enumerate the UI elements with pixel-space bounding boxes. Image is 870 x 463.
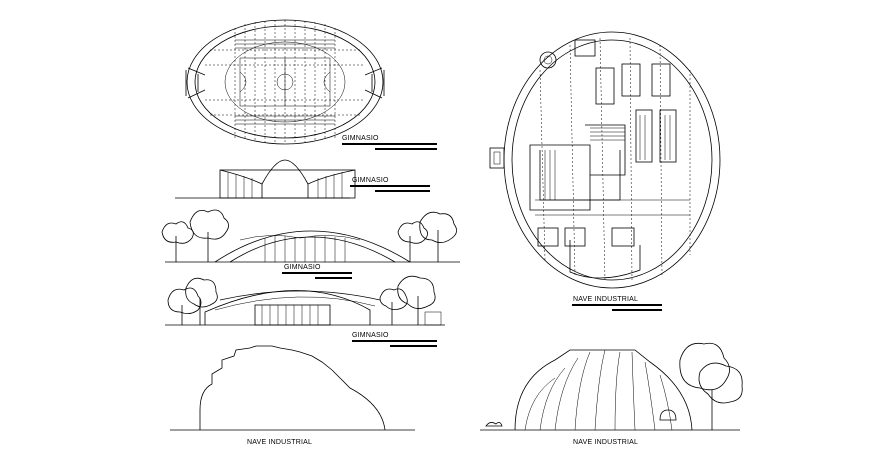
gym-section: GIMNASIO xyxy=(165,275,445,347)
nave-elevation-left-label: NAVE INDUSTRIAL xyxy=(247,439,312,446)
scale-bar xyxy=(572,304,662,306)
nave-elevation-left: NAVE INDUSTRIAL xyxy=(170,345,415,446)
nave-elevation-right-label: NAVE INDUSTRIAL xyxy=(573,439,638,446)
gym-section-label: GIMNASIO xyxy=(352,332,389,339)
tree-group xyxy=(659,342,743,430)
nave-industrial-plan: NAVE INDUSTRIAL xyxy=(489,31,721,311)
nave-elevation-right: NAVE INDUSTRIAL xyxy=(480,342,743,446)
scale-bar xyxy=(350,185,430,187)
scale-bar xyxy=(612,309,662,311)
scale-bar xyxy=(282,272,352,274)
gym-elevation-1: GIMNASIO xyxy=(175,159,430,199)
scale-bar xyxy=(352,340,437,342)
gym-plan-label: GIMNASIO xyxy=(342,135,379,142)
gym-elevation-2: GIMNASIO xyxy=(161,209,460,279)
scale-bar xyxy=(315,277,352,279)
tree-group xyxy=(161,209,457,262)
scale-bar xyxy=(375,148,437,150)
scale-bar xyxy=(390,345,437,347)
gym-elevation-2-label: GIMNASIO xyxy=(284,264,321,271)
tree-group xyxy=(167,275,442,326)
scale-bar xyxy=(375,190,430,192)
gym-elevation-1-label: GIMNASIO xyxy=(352,177,389,184)
scale-bar xyxy=(342,143,437,145)
nave-plan-label: NAVE INDUSTRIAL xyxy=(573,296,638,303)
gym-floor-plan: GIMNASIO xyxy=(185,19,437,150)
